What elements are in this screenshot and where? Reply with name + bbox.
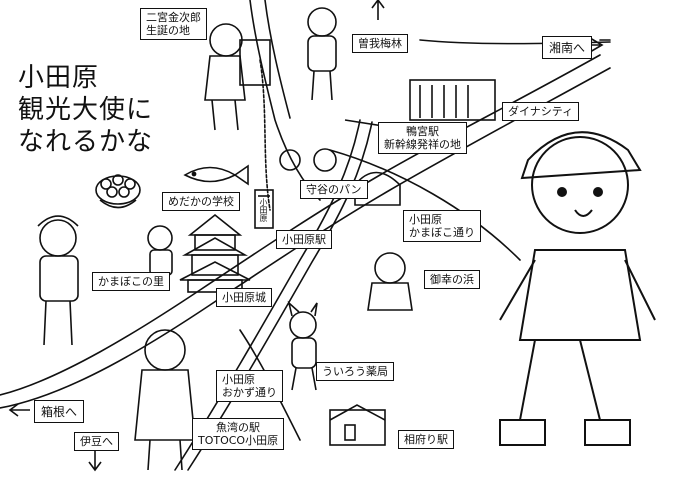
girl-figure-uoko <box>134 329 196 471</box>
food-bowl-icon <box>95 174 141 209</box>
label-kamaboko-sato: かまぼこの里 <box>92 272 170 291</box>
kozu-building <box>329 409 386 446</box>
road-east <box>329 149 521 261</box>
girl-figure-top <box>307 7 337 101</box>
boy-figure-ninomiya <box>204 23 271 131</box>
kamonomiya-building <box>409 79 496 121</box>
railway-2 <box>187 121 373 471</box>
label-medaka: めだかの学校 <box>162 192 240 211</box>
label-ninomiya: 二宮金次郎 生誕の地 <box>140 8 207 40</box>
walking-kid-figure <box>499 131 656 446</box>
label-izu: 伊豆へ <box>74 432 119 451</box>
label-castle: 小田原城 <box>216 288 272 307</box>
label-odawara-station: 小田原駅 <box>276 230 332 249</box>
label-okazu: 小田原 おかず通り <box>216 370 283 402</box>
label-shonan: 湘南へ <box>542 36 593 59</box>
bread-icon <box>279 148 401 206</box>
river <box>259 59 271 211</box>
boy-figure-kamaboko <box>37 215 79 346</box>
label-hakone: 箱根へ <box>34 400 85 423</box>
label-bairin: 曽我梅林 <box>352 34 408 53</box>
ninja-figure <box>147 225 173 276</box>
girl-figure-beach <box>367 252 413 311</box>
label-uoko: 魚湾の駅 TOTOCO小田原 <box>192 418 285 450</box>
road-north <box>249 0 321 201</box>
label-kamonomiya: 鴨宮駅 新幹線発祥の地 <box>378 122 467 154</box>
label-uirou: ういろう薬局 <box>316 362 394 381</box>
fish-icon <box>183 164 249 186</box>
arrow-hakone <box>8 403 30 417</box>
cat-figure <box>287 300 318 391</box>
road-north-2 <box>264 0 291 119</box>
label-miyuki: 御幸の浜 <box>424 270 480 289</box>
station-sign-pole <box>254 189 274 229</box>
label-kamaboko-dori: 小田原 かまぼこ通り <box>403 210 481 242</box>
label-moriya: 守谷のパン <box>300 180 368 199</box>
castle-icon <box>179 213 251 293</box>
station-sign-text: 小田原 <box>259 198 268 222</box>
arrow-north <box>371 0 385 20</box>
label-kozu: 相府り駅 <box>398 430 454 449</box>
page-title: 小田原 観光大使に なれるかな <box>18 63 154 157</box>
label-daina: ダイナシティ <box>502 102 580 121</box>
railway <box>174 119 361 471</box>
